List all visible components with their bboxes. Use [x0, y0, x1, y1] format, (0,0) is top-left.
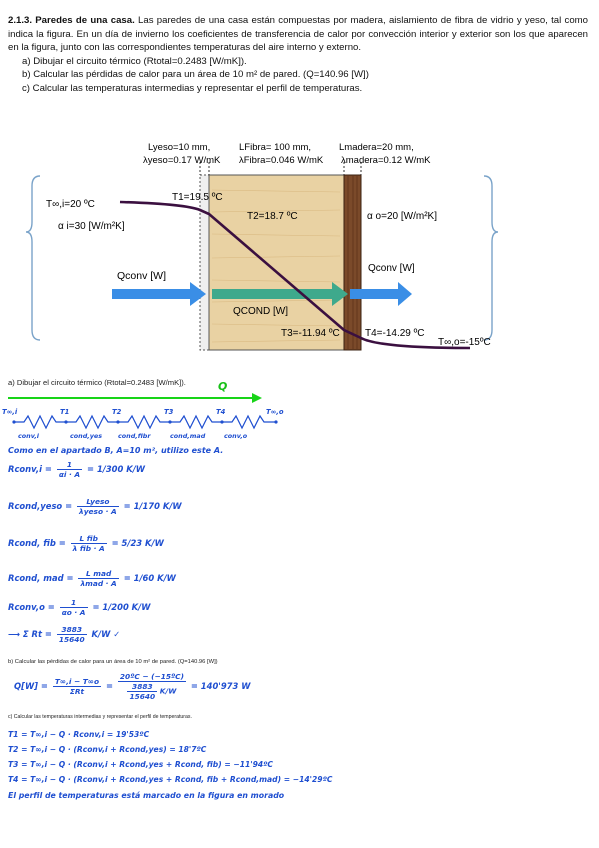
- q-arrow: [8, 393, 262, 403]
- label-l-madera: Lmadera=20 mm,: [339, 142, 414, 153]
- solution-a-title: a) Dibujar el circuito térmico (Rtotal=0…: [8, 378, 186, 387]
- resistor-conv-o: conv,o: [224, 432, 248, 440]
- temperature-profile: [119, 200, 471, 350]
- right-brace: [483, 175, 499, 341]
- label-t3: T3=-11.94 ºC: [281, 328, 340, 339]
- label-l-yeso: Lyeso=10 mm,: [148, 142, 210, 153]
- closing-note: El perfil de temperaturas está marcado e…: [8, 791, 285, 800]
- problem-intro: 2.1.3. Paredes de una casa. Las paredes …: [8, 14, 588, 55]
- label-t4: T4=-14.29 ºC: [365, 328, 425, 339]
- resistor-cond-yeso: cond,yes: [70, 432, 103, 440]
- resistor-cond-fibra: cond,fibr: [118, 432, 151, 440]
- label-k-yeso: λyeso=0.17 W/mK: [143, 155, 221, 166]
- fibra-texture: [211, 189, 341, 343]
- eq-t3: T3 = T∞,i − Q · (Rconv,i + Rcond,yes + R…: [8, 760, 274, 769]
- node-t-inf-o: T∞,o: [266, 408, 284, 416]
- resistor-cond-madera: cond,mad: [170, 432, 206, 440]
- solution-c-title: c) Calcular las temperaturas intermedias…: [8, 714, 192, 720]
- madera-layer: [343, 174, 362, 351]
- label-q-conv-right: Qconv [W]: [368, 263, 415, 274]
- node-t4: T4: [216, 408, 226, 416]
- problem-statement: 2.1.3. Paredes de una casa. Las paredes …: [8, 14, 588, 96]
- label-k-madera: λmadera=0.12 W/mK: [341, 155, 431, 166]
- node-t2: T2: [112, 408, 122, 416]
- wall-figure: Lyeso=10 mm, λyeso=0.17 W/mK LFibra= 100…: [25, 142, 499, 351]
- q-symbol: Q: [218, 380, 228, 393]
- problem-item-b: b) Calcular las pérdidas de calor para u…: [22, 69, 369, 81]
- thermal-circuit: [12, 414, 278, 430]
- label-alpha-i: α i=30 [W/m²K]: [58, 221, 125, 232]
- node-t3: T3: [164, 408, 174, 416]
- eq-t4: T4 = T∞,i − Q · (Rconv,i + Rcond,yes + R…: [8, 775, 333, 784]
- problem-text: Las paredes de una casa están compuestas…: [8, 15, 588, 54]
- left-brace: [25, 175, 41, 341]
- label-k-fibra: λFibra=0.046 W/mK: [239, 155, 324, 166]
- label-t2: T2=18.7 ºC: [247, 211, 298, 222]
- label-q-cond: QCOND [W]: [233, 306, 288, 317]
- label-t-inf-i: T∞,i=20 ºC: [46, 199, 95, 210]
- problem-item-a: a) Dibujar el circuito térmico (Rtotal=0…: [22, 55, 247, 67]
- label-t-inf-o: T∞,o=-15ºC: [438, 337, 491, 348]
- problem-number: 2.1.3. Paredes de una casa.: [8, 15, 135, 26]
- node-t1: T1: [60, 408, 70, 416]
- heat-arrow-left: [112, 282, 206, 306]
- heat-arrow-middle: [212, 282, 348, 306]
- area-note: Como en el apartado B, A=10 m², utilizo …: [8, 446, 224, 455]
- heat-arrow-right: [350, 282, 412, 306]
- fibra-layer: [208, 174, 345, 351]
- label-l-fibra: LFibra= 100 mm,: [239, 142, 311, 153]
- label-t1: T1=19.5 ºC: [172, 192, 223, 203]
- resistor-conv-i: conv,i: [18, 432, 39, 440]
- eq-t2: T2 = T∞,i − Q · (Rconv,i + Rcond,yes) = …: [8, 745, 207, 754]
- label-q-conv-left: Qconv [W]: [117, 270, 166, 282]
- label-alpha-o: α o=20 [W/m²K]: [367, 211, 437, 222]
- node-t-inf-i: T∞,i: [2, 408, 18, 416]
- problem-item-c: c) Calcular las temperaturas intermedias…: [22, 82, 363, 94]
- madera-texture: [347, 176, 358, 349]
- eq-t1: T1 = T∞,i − Q · Rconv,i = 19'53ºC: [8, 730, 150, 739]
- solution-b-title: b) Calcular las pérdidas de calor para u…: [8, 659, 218, 665]
